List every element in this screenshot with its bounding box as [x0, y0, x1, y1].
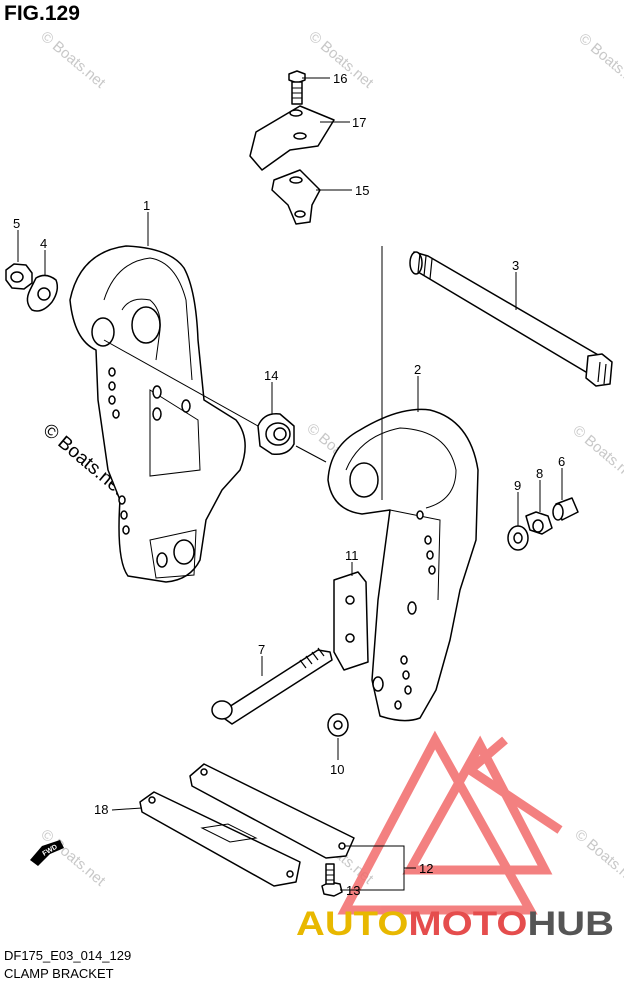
callout-5: 5: [13, 216, 20, 231]
callout-3: 3: [512, 258, 519, 273]
part-14-bushing: [257, 413, 295, 456]
watermark-bottom-left: © Boats.net: [37, 826, 109, 890]
leader-lines: [17, 77, 563, 891]
part-18-plate: [139, 791, 301, 887]
callout-17: 17: [352, 115, 366, 130]
part-15-bracket: [271, 169, 321, 225]
callout-7: 7: [258, 642, 265, 657]
callout-9: 9: [514, 478, 521, 493]
part-6-bushing: [552, 497, 579, 521]
figure-title: FIG.129: [4, 2, 80, 25]
callout-10: 10: [330, 762, 344, 777]
logo-moto: MOTO: [408, 905, 527, 943]
part-13-bolt: [321, 863, 343, 897]
figure-name: CLAMP BRACKET: [4, 966, 114, 981]
callout-1: 1: [143, 198, 150, 213]
part-9-washer: [507, 525, 529, 551]
watermark-top-right: © Boats.net: [575, 30, 624, 94]
part-8-nut: [525, 511, 553, 535]
part-7-bolt: [211, 647, 333, 725]
part-2-clamp-bracket: [327, 408, 479, 722]
callout-13: 13: [346, 883, 360, 898]
part-11-plate: [333, 571, 369, 671]
callout-18: 18: [94, 802, 108, 817]
callout-4: 4: [40, 236, 47, 251]
part-1-clamp-bracket: [69, 245, 246, 583]
part-12-plate: [189, 763, 355, 859]
part-16-bolt: [288, 70, 306, 105]
figure-code: DF175_E03_014_129: [4, 948, 132, 963]
callouts: 16 17 15 1 5 4 3 14 2 6 8 9 11 7 10 18 1…: [13, 71, 565, 898]
callout-12: 12: [419, 861, 433, 876]
part-4-washer: [26, 274, 59, 312]
callout-15: 15: [355, 183, 369, 198]
watermark-bottom-right: © Boats.net: [571, 826, 624, 890]
callout-14: 14: [264, 368, 278, 383]
part-3-shaft: [409, 251, 613, 387]
callout-2: 2: [414, 362, 421, 377]
logo-hub: HUB: [527, 905, 614, 943]
watermark-top-left: © Boats.net: [37, 28, 109, 92]
watermark-mid-right: © Boats.net: [569, 422, 624, 486]
callout-16: 16: [333, 71, 347, 86]
callout-8: 8: [536, 466, 543, 481]
callout-6: 6: [558, 454, 565, 469]
callout-11: 11: [345, 548, 359, 563]
logo-auto: AUTO: [296, 905, 408, 943]
logo-triangle: [337, 730, 563, 915]
part-10-washer: [327, 713, 349, 737]
part-17-plate: [249, 105, 335, 171]
part-5-nut: [5, 263, 33, 290]
